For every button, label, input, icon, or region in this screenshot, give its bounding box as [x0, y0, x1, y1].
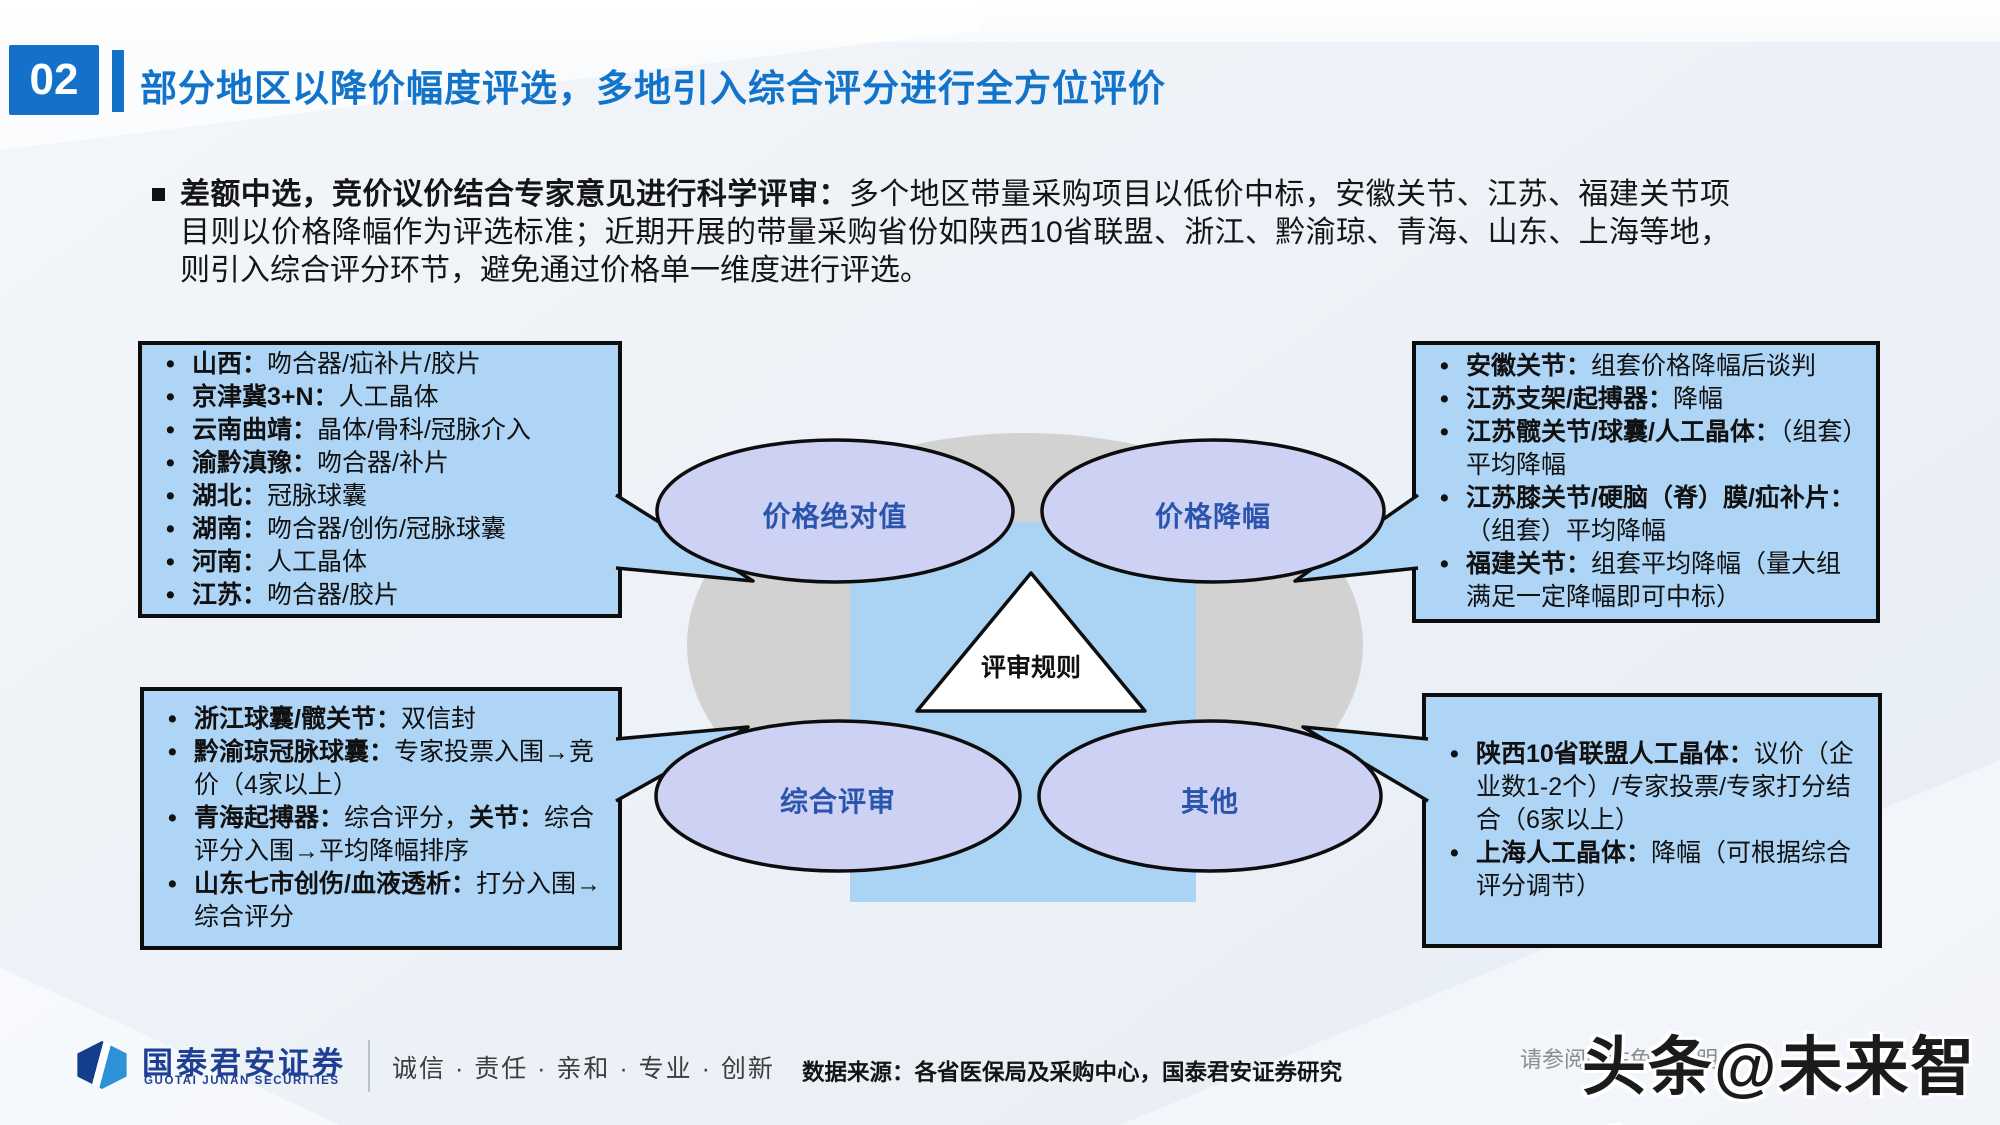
item-head: 江苏：	[192, 580, 268, 609]
list-item: 安徽关节：组套价格降幅后谈判	[1428, 350, 1866, 383]
list-item: 山东七市创伤/血液透析：打分入围→综合评分	[156, 868, 608, 934]
list-item: 福建关节：组套平均降幅（量大组满足一定降幅即可中标）	[1428, 548, 1866, 614]
item-head: 浙江球囊/髋关节：	[194, 705, 401, 733]
section-number-badge: 02	[9, 45, 99, 115]
data-source-note: 数据来源：各省医保局及采购中心，国泰君安证券研究	[802, 1060, 1343, 1085]
callout-box-comprehensive-review: 浙江球囊/髋关节：双信封 黔渝琼冠脉球囊：专家投票入围→竞价（4家以上） 青海起…	[140, 687, 622, 950]
item-rest: 吻合器/创伤/冠脉球囊	[267, 514, 506, 543]
callout-box-price-reduction: 安徽关节：组套价格降幅后谈判 江苏支架/起搏器：降幅 江苏髋关节/球囊/人工晶体…	[1412, 341, 1880, 623]
watermark-text: 头条@未来智库	[1582, 1031, 1977, 1125]
item-rest: 打分入围→综合评分	[194, 870, 601, 931]
node-label-price-reduction: 价格降幅	[1154, 501, 1271, 532]
item-head: 云南曲靖：	[192, 415, 318, 444]
disclaimer-note: 请参阅附注免责声明	[1520, 1047, 1719, 1072]
blue-band-shape	[850, 522, 1196, 902]
node-label-price-absolute: 价格绝对值	[762, 501, 908, 532]
list-item: 山西：吻合器/疝补片/胶片	[154, 348, 608, 381]
item-rest: 双信封	[400, 705, 476, 733]
list-item: 湖北：冠脉球囊	[154, 480, 608, 513]
intro-paragraph: 差额中选，竞价议价结合专家意见进行科学评审：多个地区带量采购项目以低价中标，安徽…	[150, 176, 1730, 290]
center-triangle	[915, 571, 1147, 713]
item-rest: 综合评分入围→平均降幅排序	[194, 804, 595, 865]
item-head: 湖南：	[192, 514, 268, 543]
item-head: 黔渝琼冠脉球囊：	[194, 738, 395, 766]
item-rest: 议价（企业数1-2个）/专家投票/专家打分结合（6家以上）	[1476, 740, 1854, 834]
item-head: 江苏髋关节/球囊/人工晶体：	[1466, 418, 1780, 446]
item-head: 京津冀3+N：	[192, 382, 339, 411]
item-head: 山西：	[192, 349, 268, 378]
list-item: 湖南：吻合器/创伤/冠脉球囊	[154, 513, 608, 546]
item-head: 陕西10省联盟人工晶体：	[1476, 740, 1754, 768]
list-item: 上海人工晶体：降幅（可根据综合评分调节）	[1438, 837, 1868, 903]
list-item: 江苏：吻合器/胶片	[154, 579, 608, 612]
item-rest: 人工晶体	[338, 382, 439, 411]
list-item: 河南：人工晶体	[154, 546, 608, 579]
page-title: 部分地区以降价幅度评选，多地引入综合评分进行全方位评价	[140, 68, 1166, 109]
item-head: 上海人工晶体：	[1476, 839, 1652, 867]
item-rest: 降幅	[1672, 385, 1723, 413]
logo-company-name-en: GUOTAI JUNAN SECURITIES	[144, 1075, 340, 1087]
item-head: 关节：	[469, 804, 545, 832]
item-rest: （组套）平均降幅	[1466, 517, 1667, 545]
list-item: 京津冀3+N：人工晶体	[154, 381, 608, 414]
company-slogan: 诚信 · 责任 · 亲和 · 专业 · 创新	[392, 1055, 775, 1083]
item-rest: 人工晶体	[267, 547, 368, 576]
callout-list: 浙江球囊/髋关节：双信封 黔渝琼冠脉球囊：专家投票入围→竞价（4家以上） 青海起…	[156, 703, 608, 934]
center-triangle-label: 评审规则	[980, 654, 1081, 682]
callout-list: 陕西10省联盟人工晶体：议价（企业数1-2个）/专家投票/专家打分结合（6家以上…	[1438, 738, 1868, 903]
item-head: 青海起搏器：	[194, 804, 345, 832]
list-item: 青海起搏器：综合评分，关节：综合评分入围→平均降幅排序	[156, 802, 608, 868]
logo-company-name: 国泰君安证券	[142, 1046, 346, 1081]
list-item: 渝黔滇豫：吻合器/补片	[154, 447, 608, 480]
list-item: 浙江球囊/髋关节：双信封	[156, 703, 608, 736]
list-item: 江苏髋关节/球囊/人工晶体：（组套）平均降幅	[1428, 416, 1866, 482]
item-head: 福建关节：	[1466, 550, 1592, 578]
title-accent-bar	[112, 50, 124, 112]
node-label-comprehensive-review: 综合评审	[779, 786, 896, 817]
item-rest: 综合评分，	[344, 804, 470, 832]
footer-divider	[368, 1040, 370, 1092]
item-rest: 降幅（可根据综合评分调节）	[1476, 839, 1852, 900]
intro-text-body: 多个地区带量采购项目以低价中标，安徽关节、江苏、福建关节项目则以价格降幅作为评选…	[180, 178, 1731, 287]
callout-box-other: 陕西10省联盟人工晶体：议价（企业数1-2个）/专家投票/专家打分结合（6家以上…	[1422, 693, 1882, 948]
item-head: 河南：	[192, 547, 268, 576]
intro-text: 差额中选，竞价议价结合专家意见进行科学评审：多个地区带量采购项目以低价中标，安徽…	[180, 176, 1730, 290]
square-bullet-icon	[152, 188, 165, 201]
item-head: 湖北：	[192, 481, 268, 510]
node-label-other: 其他	[1180, 786, 1239, 817]
list-item: 黔渝琼冠脉球囊：专家投票入围→竞价（4家以上）	[156, 736, 608, 802]
guotai-junan-logo-icon	[77, 1041, 127, 1089]
item-rest: 组套平均降幅（量大组满足一定降幅即可中标）	[1466, 550, 1842, 611]
item-head: 江苏膝关节/硬脑（脊）膜/疝补片：	[1466, 484, 1855, 512]
callout-list: 安徽关节：组套价格降幅后谈判 江苏支架/起搏器：降幅 江苏髋关节/球囊/人工晶体…	[1428, 350, 1866, 614]
intro-text-head: 差额中选，竞价议价结合专家意见进行科学评审：	[180, 178, 849, 211]
item-rest: 吻合器/补片	[317, 448, 449, 477]
item-rest: （组套）平均降幅	[1466, 418, 1855, 479]
item-rest: 晶体/骨科/冠脉介入	[317, 415, 531, 444]
list-item: 江苏膝关节/硬脑（脊）膜/疝补片： （组套）平均降幅	[1428, 482, 1866, 548]
item-rest: 吻合器/胶片	[267, 580, 399, 609]
item-rest: 冠脉球囊	[267, 481, 368, 510]
item-head: 渝黔滇豫：	[192, 448, 318, 477]
item-rest: 吻合器/疝补片/胶片	[267, 349, 481, 378]
item-head: 江苏支架/起搏器：	[1466, 385, 1673, 413]
list-item: 陕西10省联盟人工晶体：议价（企业数1-2个）/专家投票/专家打分结合（6家以上…	[1438, 738, 1868, 837]
callout-box-price-absolute: 山西：吻合器/疝补片/胶片 京津冀3+N：人工晶体 云南曲靖：晶体/骨科/冠脉介…	[138, 341, 622, 618]
list-item: 云南曲靖：晶体/骨科/冠脉介入	[154, 414, 608, 447]
item-head: 安徽关节：	[1466, 352, 1592, 380]
item-rest: 专家投票入围→竞价（4家以上）	[194, 738, 595, 799]
list-item: 江苏支架/起搏器：降幅	[1428, 383, 1866, 416]
item-rest: 组套价格降幅后谈判	[1591, 352, 1817, 380]
callout-list: 山西：吻合器/疝补片/胶片 京津冀3+N：人工晶体 云南曲靖：晶体/骨科/冠脉介…	[154, 348, 608, 612]
footer: 国泰君安证券 GUOTAI JUNAN SECURITIES 诚信 · 责任 ·…	[0, 1030, 2000, 1125]
item-head: 山东七市创伤/血液透析：	[194, 870, 476, 898]
